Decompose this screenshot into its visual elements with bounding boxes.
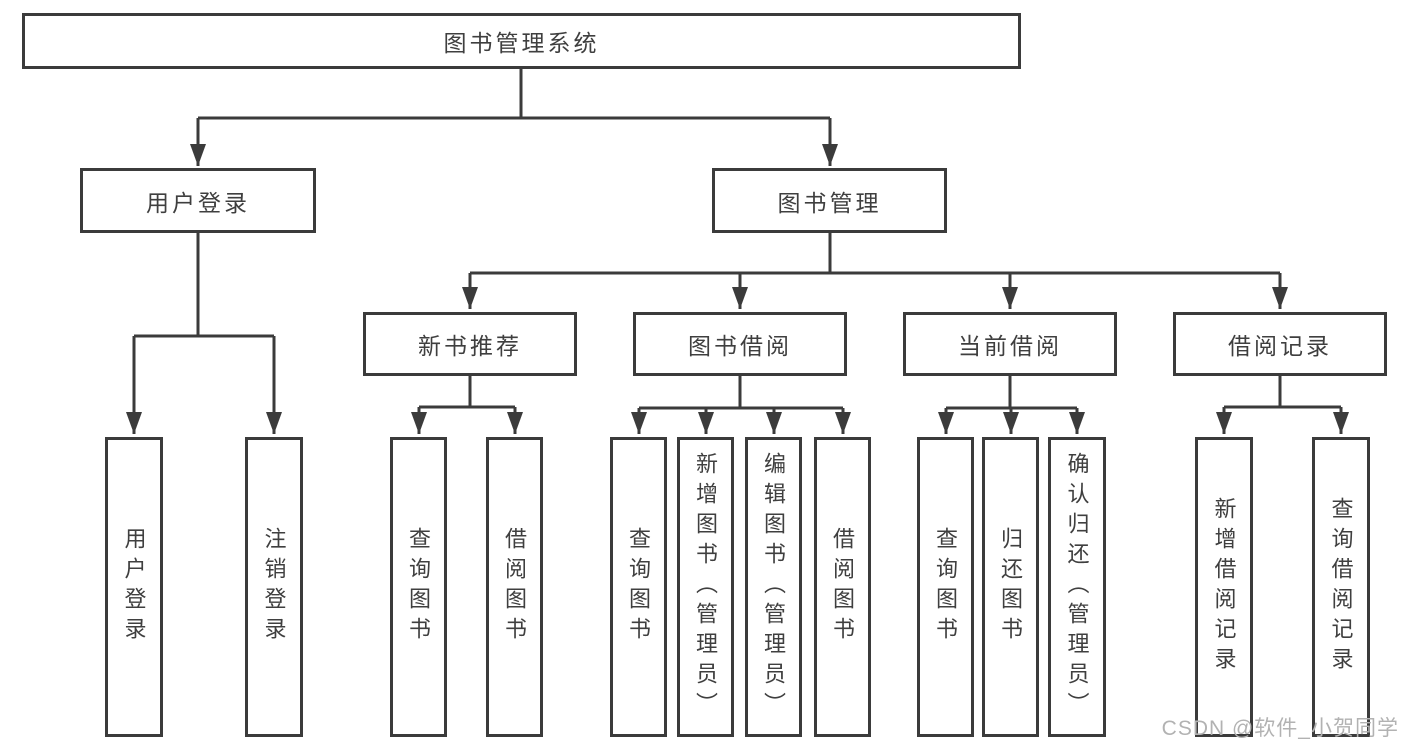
leaf-logout: 注销登录 — [245, 437, 303, 737]
node-user-login-branch: 用户登录 — [80, 168, 316, 233]
node-borrowing-records: 借阅记录 — [1173, 312, 1387, 376]
leaf-borrowing-query-books: 查询图书 — [610, 437, 667, 737]
node-current-borrowing: 当前借阅 — [903, 312, 1117, 376]
node-new-book-recommend: 新书推荐 — [363, 312, 577, 376]
leaf-borrowing-add-books-admin: 新增图书（管理员） — [677, 437, 734, 737]
leaf-recommend-borrow-books: 借阅图书 — [486, 437, 543, 737]
leaf-current-confirm-return-admin: 确认归还（管理员） — [1048, 437, 1106, 737]
csdn-watermark: CSDN @软件_小贺同学 — [1161, 717, 1399, 740]
leaf-current-query-books: 查询图书 — [917, 437, 974, 737]
node-book-borrowing: 图书借阅 — [633, 312, 847, 376]
leaf-borrowing-borrow-books: 借阅图书 — [814, 437, 871, 737]
node-library-system: 图书管理系统 — [22, 13, 1021, 69]
leaf-records-query-record: 查询借阅记录 — [1312, 437, 1370, 737]
node-book-management: 图书管理 — [712, 168, 947, 233]
leaf-records-add-record: 新增借阅记录 — [1195, 437, 1253, 737]
leaf-borrowing-edit-books-admin: 编辑图书（管理员） — [745, 437, 802, 737]
leaf-user-login: 用户登录 — [105, 437, 163, 737]
leaf-current-return-books: 归还图书 — [982, 437, 1039, 737]
leaf-recommend-query-books: 查询图书 — [390, 437, 447, 737]
